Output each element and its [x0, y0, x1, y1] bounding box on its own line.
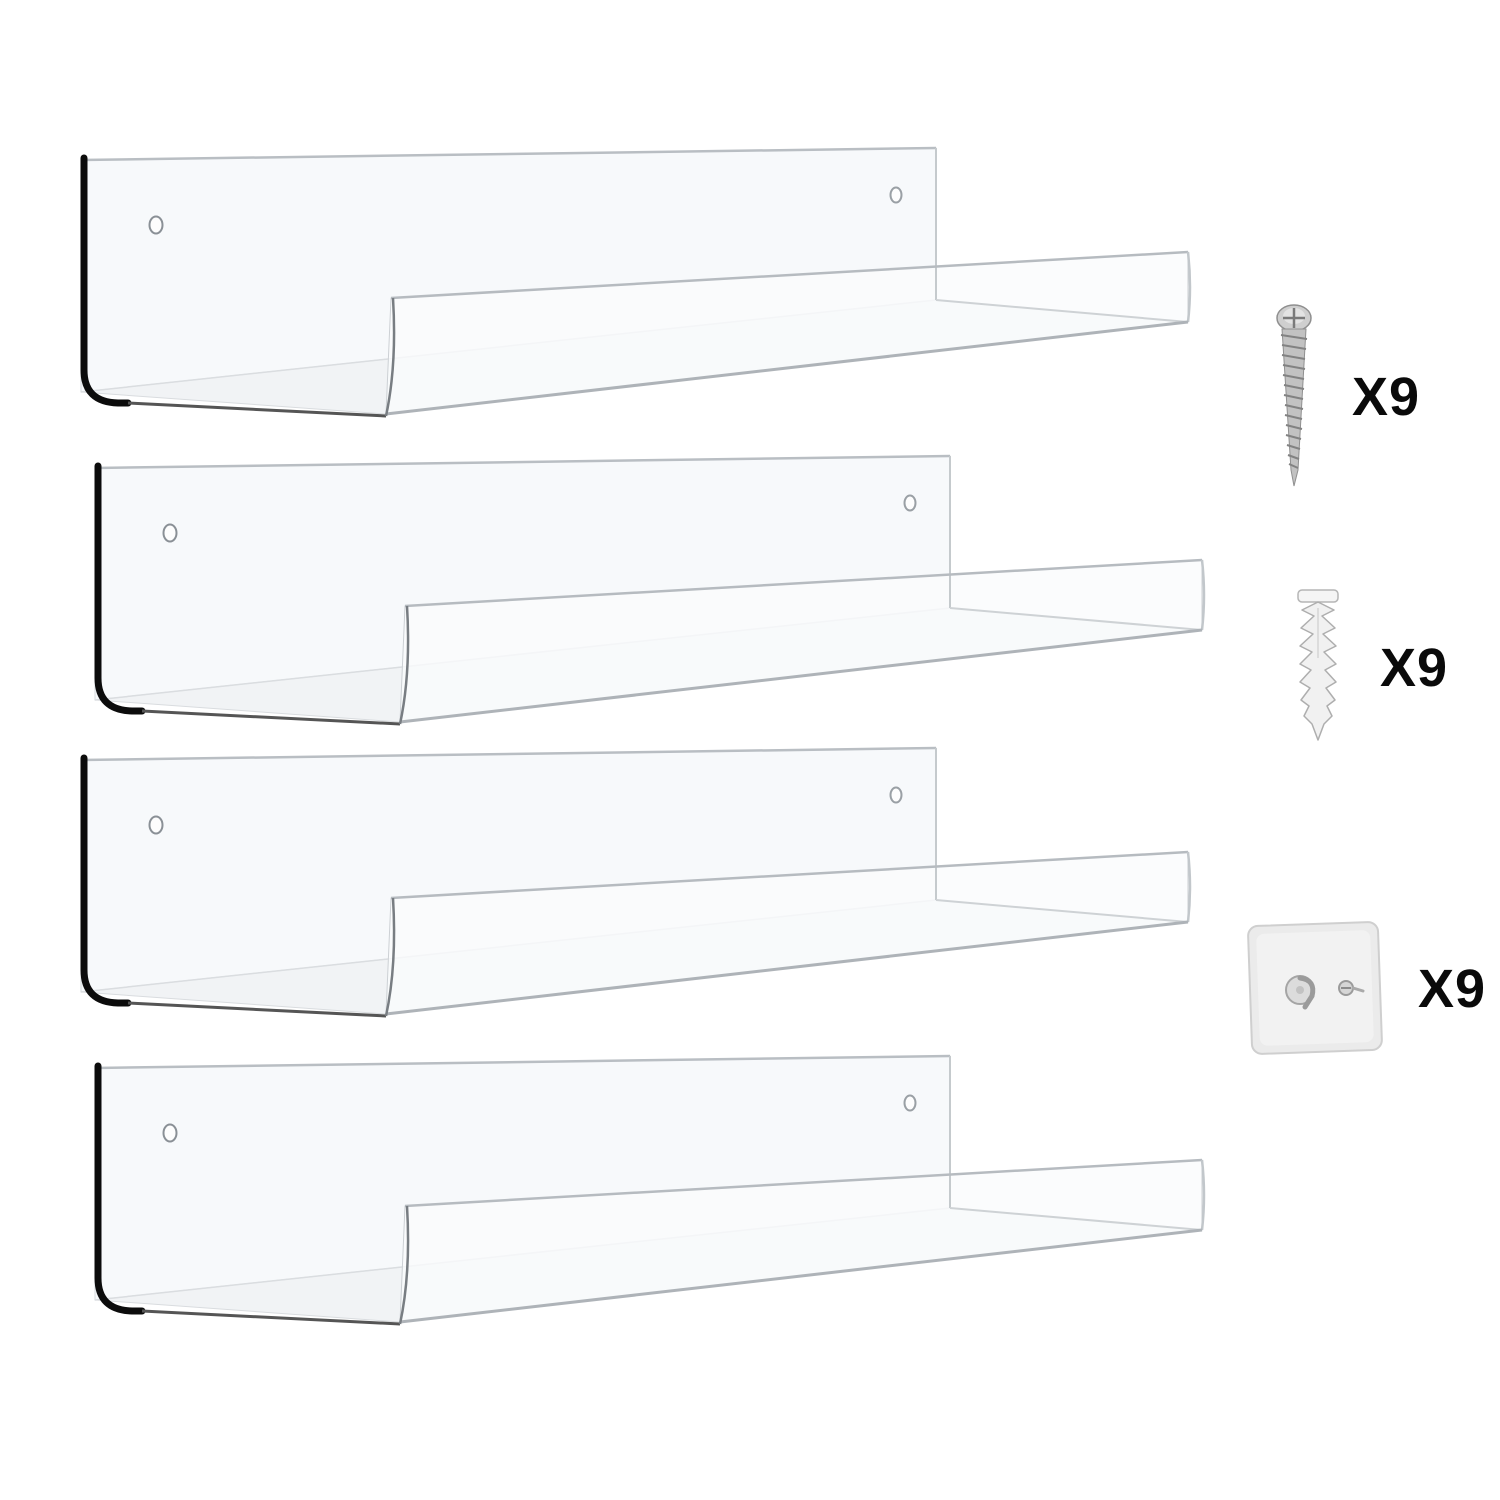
screw-icon — [1276, 304, 1312, 487]
hook-quantity-label: X9 — [1418, 959, 1487, 1019]
acrylic-shelf-3 — [66, 740, 1206, 1040]
acrylic-shelf-drawing — [66, 140, 1206, 440]
hardware-screw-row: X9 — [1262, 302, 1420, 492]
adhesive-hook-icon — [1247, 921, 1383, 1055]
anchor-quantity-label: X9 — [1380, 638, 1449, 698]
acrylic-shelf-2 — [80, 448, 1220, 748]
wall-anchor-icon — [1297, 589, 1339, 741]
screw-quantity-label: X9 — [1352, 367, 1421, 427]
acrylic-shelf-1 — [66, 140, 1206, 440]
hardware-anchor-row: X9 — [1282, 588, 1448, 748]
acrylic-shelf-drawing — [80, 1048, 1220, 1348]
acrylic-shelf-4 — [80, 1048, 1220, 1348]
acrylic-shelf-drawing — [80, 448, 1220, 748]
hardware-hook-row: X9 — [1244, 918, 1486, 1060]
acrylic-shelf-drawing — [66, 740, 1206, 1040]
